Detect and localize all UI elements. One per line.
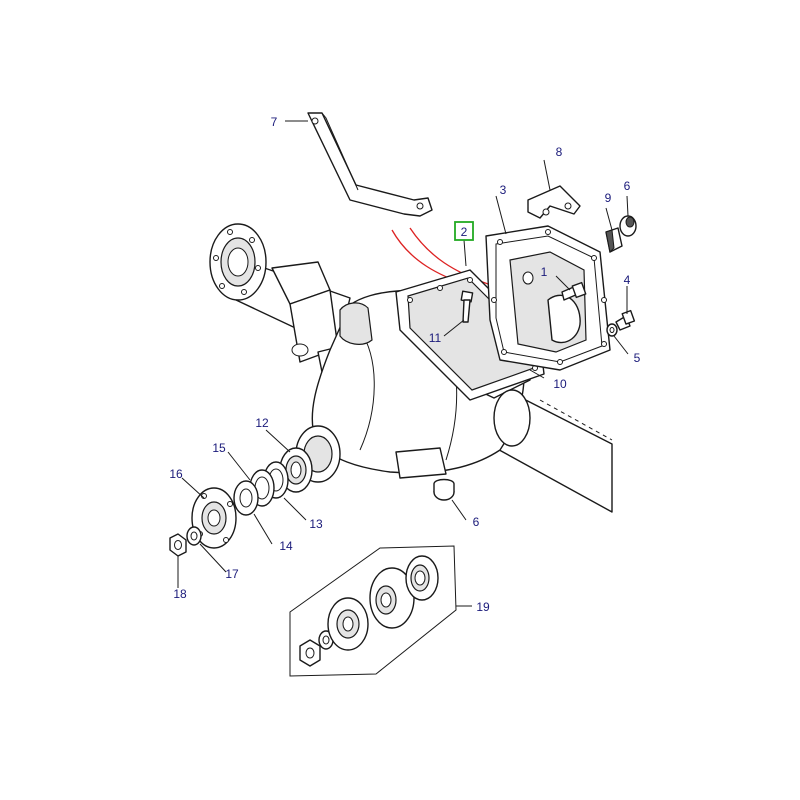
- mounting-bracket-part-7[interactable]: [307, 112, 433, 217]
- plug-part-6-upper[interactable]: [619, 215, 637, 237]
- nut-part-18[interactable]: [169, 533, 187, 557]
- callout-labels: 1 2 3 4 5 6 6 7 8 9 10 11 12 13 14 15 16…: [169, 115, 640, 614]
- callout-2-highlight: [454, 221, 474, 241]
- callout-6-upper[interactable]: 6: [624, 179, 631, 193]
- callout-3[interactable]: 3: [500, 183, 507, 197]
- axle-cover-part-3[interactable]: [485, 225, 611, 371]
- callout-6-lower[interactable]: 6: [473, 515, 480, 529]
- callout-11[interactable]: 11: [429, 331, 442, 345]
- callout-2[interactable]: 2: [461, 225, 468, 239]
- callout-9[interactable]: 9: [605, 191, 612, 205]
- callout-19[interactable]: 19: [476, 600, 490, 614]
- kit-part-19[interactable]: [289, 545, 457, 677]
- callout-13[interactable]: 13: [309, 517, 323, 531]
- left-axle-tube: [209, 223, 351, 373]
- bolt-part-11[interactable]: [460, 290, 474, 323]
- washer-part-17[interactable]: [186, 526, 202, 546]
- gasket-part-10[interactable]: [395, 269, 545, 401]
- bolt-part-4[interactable]: [615, 309, 636, 331]
- callout-8[interactable]: 8: [556, 145, 563, 159]
- bolt-part-1[interactable]: [561, 281, 587, 301]
- washer-part-14[interactable]: [233, 480, 259, 516]
- callout-17[interactable]: 17: [225, 567, 239, 581]
- callout-5[interactable]: 5: [634, 351, 641, 365]
- callout-7[interactable]: 7: [271, 115, 278, 129]
- clip-part-9[interactable]: [605, 227, 623, 254]
- callout-4[interactable]: 4: [624, 273, 631, 287]
- washer-part-5[interactable]: [606, 323, 618, 337]
- plug-part-6-lower[interactable]: [433, 478, 455, 501]
- callout-10[interactable]: 10: [553, 377, 567, 391]
- callout-18[interactable]: 18: [173, 587, 187, 601]
- callout-15[interactable]: 15: [212, 441, 226, 455]
- flange-part-16[interactable]: [191, 487, 237, 549]
- callout-16[interactable]: 16: [169, 467, 183, 481]
- callout-12[interactable]: 12: [255, 416, 269, 430]
- bracket-part-8[interactable]: [527, 185, 581, 219]
- callout-14[interactable]: 14: [279, 539, 293, 553]
- callout-1[interactable]: 1: [541, 265, 548, 279]
- leader-lines: [177, 120, 629, 607]
